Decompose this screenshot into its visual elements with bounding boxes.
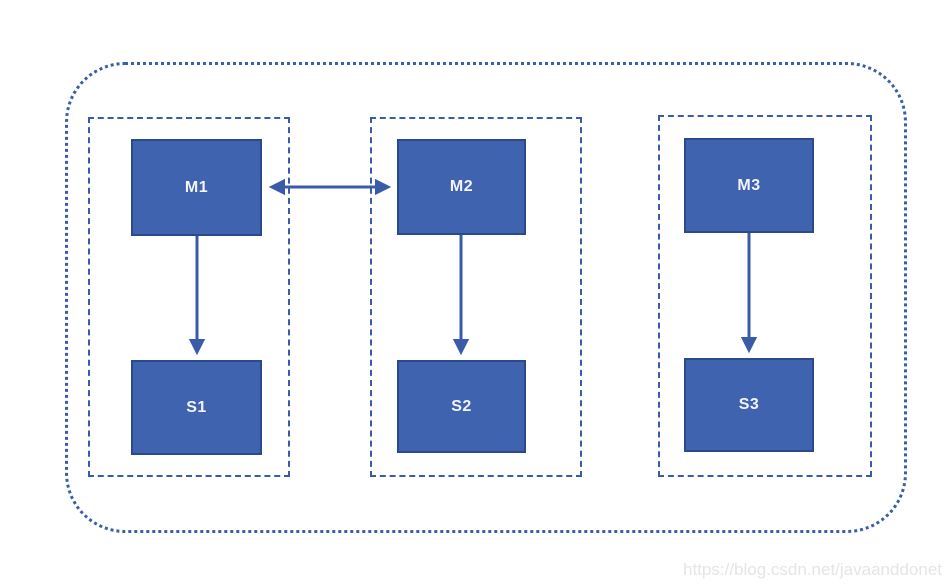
group-box-2 (370, 117, 582, 477)
outer-dotted-boundary (65, 62, 907, 533)
group-box-3 (658, 115, 872, 477)
watermark-text: https://blog.csdn.net/javaanddonet (683, 560, 942, 579)
group-box-1 (88, 117, 290, 477)
node-s3: S3 (684, 358, 814, 452)
node-m1: M1 (131, 139, 262, 236)
node-s2: S2 (397, 360, 526, 453)
node-s1: S1 (131, 360, 262, 455)
node-m3: M3 (684, 138, 814, 233)
node-m2: M2 (397, 139, 526, 235)
